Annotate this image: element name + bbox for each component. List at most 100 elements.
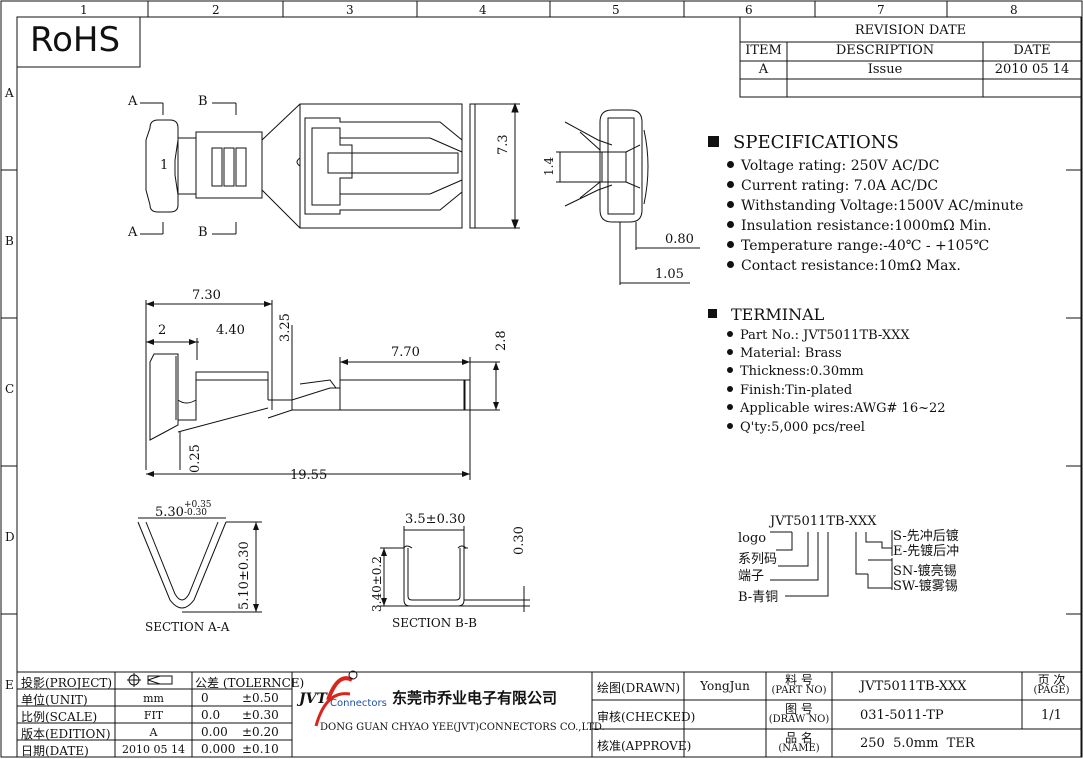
tb-drawn-by: YongJun bbox=[700, 679, 750, 693]
tb-page-label-en: (PAGE) bbox=[1033, 685, 1070, 696]
tb-unit-label: 单位(UNIT) bbox=[21, 693, 88, 707]
tb-tolerance-value: ±0.30 bbox=[242, 708, 279, 722]
terminal-item: Material: Brass bbox=[727, 346, 842, 361]
revision-header-description: DESCRIPTION bbox=[835, 43, 935, 58]
dim-height-2-8: 2.8 bbox=[494, 330, 509, 351]
terminal-item: Thickness:0.30mm bbox=[727, 364, 864, 379]
spec-item: Contact resistance:10mΩ Max. bbox=[727, 258, 961, 274]
partcode-left-label: logo bbox=[738, 531, 767, 546]
tb-name-label-en: (NAME) bbox=[778, 743, 820, 754]
section-b-width: 3.5±0.30 bbox=[405, 512, 466, 527]
tb-partno-label-en: (PART NO) bbox=[771, 685, 827, 696]
section-b-thickness: 0.30 bbox=[512, 526, 527, 555]
terminal-item: Part No.: JVT5011TB-XXX bbox=[727, 328, 910, 343]
company-name-cn: 东莞市乔业电子有限公司 bbox=[392, 689, 558, 707]
bullet-icon bbox=[727, 422, 733, 429]
partcode-left-label: 端子 bbox=[738, 569, 765, 584]
tb-tolerance-value: ±0.10 bbox=[242, 742, 279, 756]
tb-drawno-label-en: (DRAW NO) bbox=[768, 714, 830, 725]
dim-height-0-25: 0.25 bbox=[188, 444, 203, 473]
section-a-height: 5.10±0.30 bbox=[237, 541, 252, 610]
revision-header-date: DATE bbox=[1013, 43, 1051, 58]
bullet-icon bbox=[727, 200, 734, 208]
tb-tolerance-level: 0.000 bbox=[201, 742, 236, 756]
revision-row-date: 2010 05 14 bbox=[994, 62, 1070, 77]
tb-name-label-cn: 品 名 bbox=[785, 731, 813, 745]
terminal-item: Q'ty:5,000 pcs/reel bbox=[727, 420, 865, 435]
bullet-icon bbox=[727, 348, 733, 355]
grid-col-6: 6 bbox=[745, 3, 753, 17]
tb-approve-label: 核准(APPROVE) bbox=[597, 739, 692, 753]
bullet-icon bbox=[727, 260, 734, 268]
grid-row-c: C bbox=[5, 382, 15, 396]
tb-drawn-label: 绘图(DRAWN) bbox=[597, 681, 681, 695]
tb-checked-label: 审核(CHECKED) bbox=[597, 710, 696, 724]
partcode-right-label: E-先镀后冲 bbox=[893, 544, 960, 559]
tb-name-value: 250 5.0mm TER bbox=[860, 736, 975, 751]
dim-width-7-70: 7.70 bbox=[391, 345, 420, 360]
tb-tolerance-header: 公差 (TOLERNCE) bbox=[195, 676, 305, 690]
section-b-height: 3.40±0.2 bbox=[370, 556, 384, 612]
dim-height-3-25: 3.25 bbox=[278, 313, 293, 342]
tb-page-label-cn: 页 次 bbox=[1037, 673, 1066, 687]
revision-row-description: Issue bbox=[867, 62, 903, 77]
revision-title: REVISION DATE bbox=[854, 23, 967, 38]
grid-col-3: 3 bbox=[346, 3, 354, 17]
grid-row-d: D bbox=[5, 530, 15, 544]
section-mark-a-top: A bbox=[128, 94, 138, 109]
company-logo-subtext: Connectors bbox=[330, 698, 387, 709]
spec-item: Insulation resistance:1000mΩ Min. bbox=[727, 218, 991, 234]
spec-item: Current rating: 7.0A AC/DC bbox=[727, 178, 938, 194]
tb-partno-label-cn: 料 号 bbox=[785, 673, 813, 687]
tb-scale-label: 比例(SCALE) bbox=[21, 710, 98, 724]
terminal-title: TERMINAL bbox=[731, 305, 825, 324]
revision-row-item: A bbox=[758, 62, 769, 77]
square-bullet-icon bbox=[708, 135, 719, 147]
tb-tolerance-level: 0.00 bbox=[201, 725, 228, 739]
dim-width-4-40: 4.40 bbox=[216, 323, 245, 338]
partcode-left-label: 系列码 bbox=[738, 552, 778, 567]
grid-col-4: 4 bbox=[479, 3, 487, 17]
section-a-label: SECTION A-A bbox=[145, 620, 230, 634]
bullet-icon bbox=[727, 160, 734, 168]
tb-drawno-label-cn: 图 号 bbox=[785, 702, 813, 716]
company-logo-text: JVT bbox=[299, 691, 327, 707]
bullet-icon bbox=[727, 240, 734, 248]
partcode-right-label: S-先冲后镀 bbox=[893, 529, 959, 544]
tb-tolerance-value: ±0.50 bbox=[242, 691, 279, 705]
section-mark-a-bottom: A bbox=[128, 225, 138, 240]
section-mark-b-bottom: B bbox=[198, 225, 208, 240]
tb-tolerance-value: ±0.20 bbox=[242, 725, 279, 739]
tb-tolerance-level: 0 bbox=[201, 691, 209, 705]
section-mark-b-top: B bbox=[198, 94, 208, 109]
dim-1-05: 1.05 bbox=[655, 267, 684, 282]
grid-col-7: 7 bbox=[877, 3, 885, 17]
spec-item: Voltage rating: 250V AC/DC bbox=[727, 158, 939, 174]
tb-partno-value: JVT5011TB-XXX bbox=[860, 679, 967, 694]
tb-edition-value: A bbox=[149, 726, 158, 739]
specifications-heading: SPECIFICATIONS bbox=[708, 132, 899, 153]
partcode-code: JVT5011TB-XXX bbox=[770, 514, 877, 529]
dim-width-2: 2 bbox=[158, 323, 167, 338]
partcode-right-label: SW-镀雾锡 bbox=[893, 579, 958, 594]
tb-tolerance-level: 0.0 bbox=[201, 708, 221, 722]
grid-col-8: 8 bbox=[1010, 3, 1018, 17]
bullet-icon bbox=[727, 180, 734, 188]
company-name-en: DONG GUAN CHYAO YEE(JVT)CONNECTORS CO.,L… bbox=[320, 722, 605, 733]
revision-header-item: ITEM bbox=[745, 43, 782, 58]
terminal-item: Applicable wires:AWG# 16~22 bbox=[727, 401, 946, 416]
grid-row-b: B bbox=[5, 234, 14, 248]
terminal-item: Finish:Tin-plated bbox=[727, 383, 852, 398]
partcode-right-label: SN-镀亮锡 bbox=[893, 564, 957, 579]
tb-date-value: 2010 05 14 bbox=[122, 743, 185, 756]
specifications-title: SPECIFICATIONS bbox=[733, 132, 899, 153]
grid-row-a: A bbox=[5, 86, 14, 100]
dim-0-80: 0.80 bbox=[665, 232, 694, 247]
tb-drawno-value: 031-5011-TP bbox=[860, 708, 944, 723]
section-b-label: SECTION B-B bbox=[392, 616, 477, 630]
tb-page-value: 1/1 bbox=[1041, 708, 1062, 723]
dim-height-1-4: 1.4 bbox=[542, 156, 556, 176]
grid-row-e: E bbox=[5, 678, 14, 692]
rohs-mark: RoHS bbox=[30, 20, 121, 60]
